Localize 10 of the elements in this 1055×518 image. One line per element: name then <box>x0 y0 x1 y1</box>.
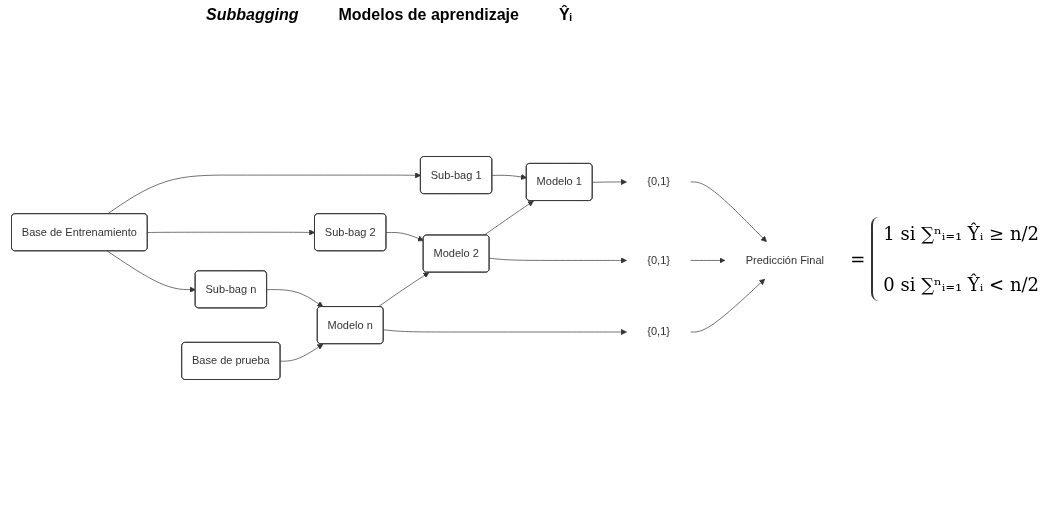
node-text: {0,1} <box>647 325 670 338</box>
node-text: {0,1} <box>647 254 670 266</box>
formula-case: 0 si ∑ⁿᵢ₌₁ Ŷᵢ < n/2 <box>883 274 1039 295</box>
node-text: {0,1} <box>647 175 670 188</box>
node-text: Predicción Final <box>745 254 825 266</box>
column-heading: Modelos de aprendizaje <box>338 6 519 24</box>
equals-sign: = <box>850 248 866 270</box>
formula-case: 1 si ∑ⁿᵢ₌₁ Ŷᵢ ≥ n/2 <box>883 223 1039 244</box>
math-label: Ŷᵢ <box>558 6 572 24</box>
column-heading: Subbagging <box>206 6 299 24</box>
